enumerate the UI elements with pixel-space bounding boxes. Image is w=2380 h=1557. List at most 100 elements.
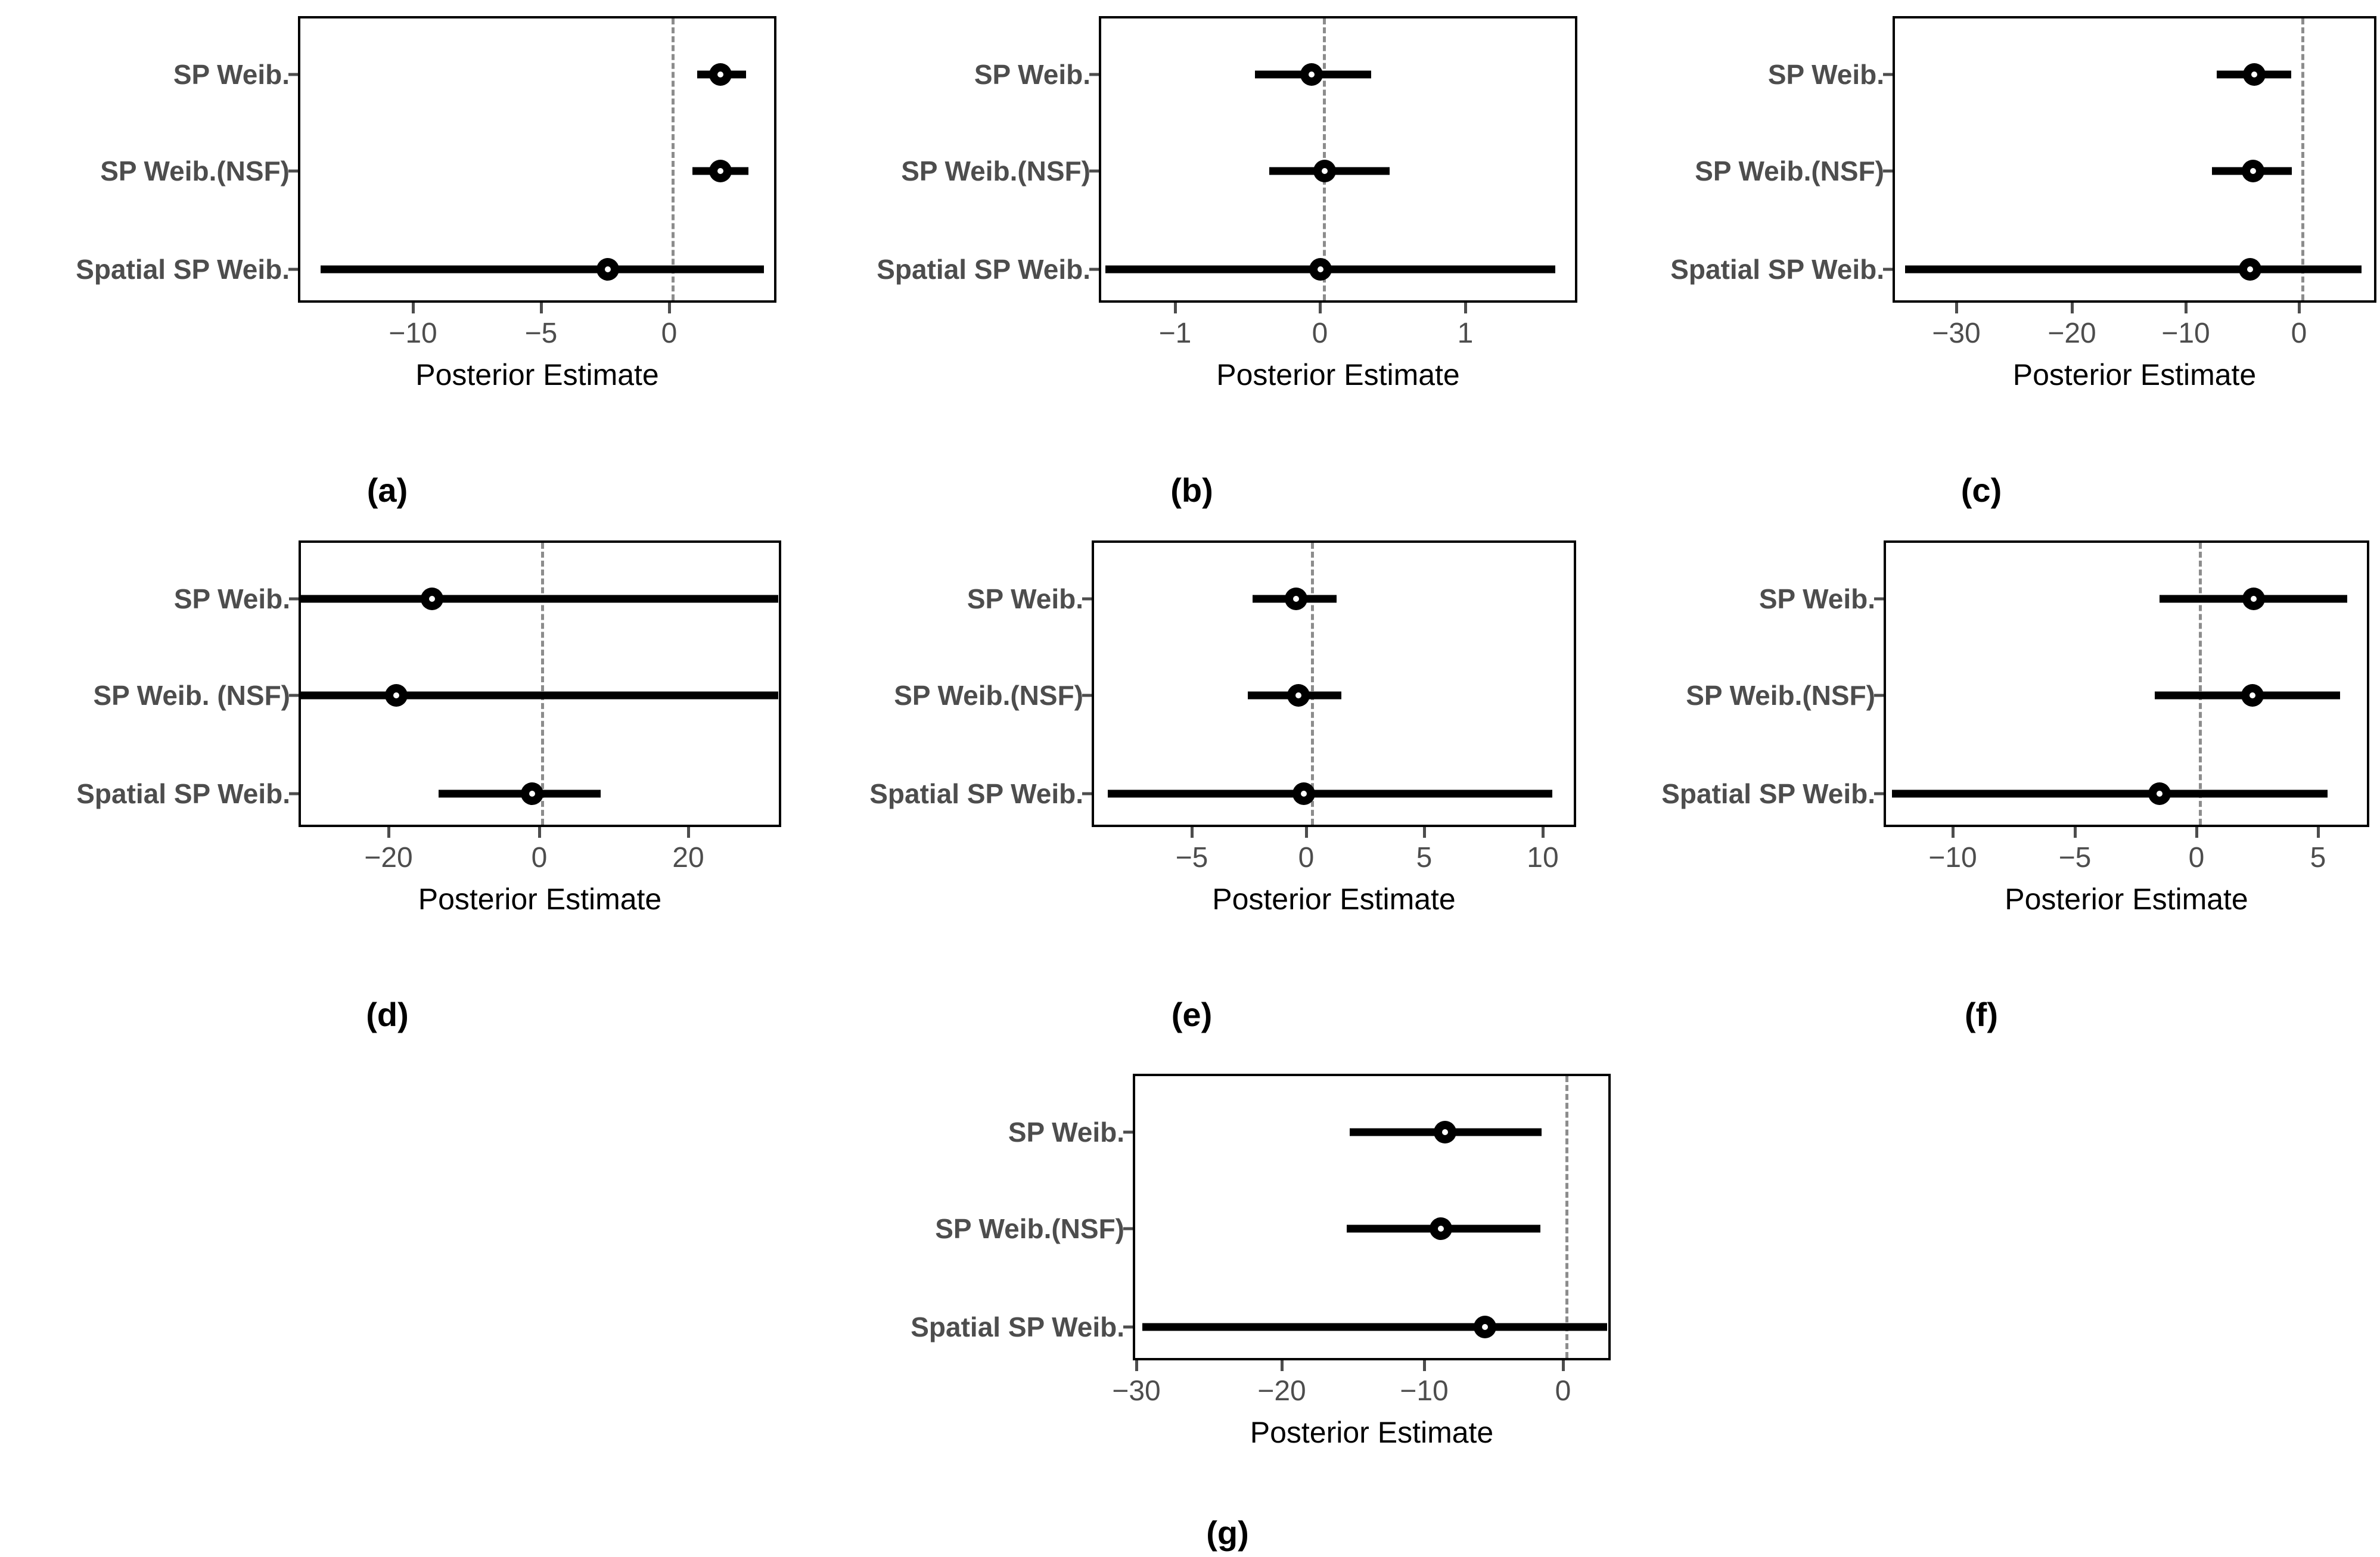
x-axis-title-g: Posterior Estimate <box>1250 1416 1494 1449</box>
y-axis-label-g-1: SP Weib.(NSF) <box>935 1213 1124 1244</box>
x-axis-tick-f-2 <box>2195 827 2198 838</box>
posterior-estimate-point-b-2 <box>1309 258 1332 281</box>
y-axis-label-c-2: Spatial SP Weib. <box>1670 254 1884 285</box>
x-axis-tick-label-e-3: 10 <box>1527 842 1559 874</box>
posterior-estimate-point-c-0 <box>2243 63 2266 86</box>
subfigure-caption-f: (f) <box>1965 996 1998 1033</box>
x-axis-tick-label-c-2: −10 <box>2161 318 2210 349</box>
y-axis-tick-f-0 <box>1874 597 1884 601</box>
y-axis-label-b-2: Spatial SP Weib. <box>877 254 1090 285</box>
subfigure-caption-d: (d) <box>366 996 409 1033</box>
plot-area-a <box>298 16 776 303</box>
x-axis-tick-f-1 <box>2074 827 2077 838</box>
x-axis-tick-g-2 <box>1423 1360 1426 1371</box>
x-axis-tick-d-1 <box>538 827 541 838</box>
zero-reference-line-c <box>2301 18 2304 300</box>
credible-interval-a-2 <box>321 265 765 274</box>
y-axis-label-e-0: SP Weib. <box>967 583 1083 614</box>
credible-interval-f-2 <box>1891 790 2328 798</box>
zero-reference-line-d <box>540 543 544 825</box>
x-axis-tick-label-a-2: 0 <box>661 318 678 349</box>
x-axis-tick-d-0 <box>387 827 390 838</box>
x-axis-tick-b-1 <box>1319 303 1322 313</box>
subfigure-caption-e: (e) <box>1171 996 1213 1033</box>
x-axis-tick-c-0 <box>1955 303 1958 313</box>
posterior-estimate-point-c-1 <box>2242 160 2265 182</box>
y-axis-tick-b-2 <box>1089 268 1099 271</box>
y-axis-label-f-2: Spatial SP Weib. <box>1661 778 1875 809</box>
plot-area-g <box>1133 1074 1611 1360</box>
subfigure-caption-b: (b) <box>1170 471 1213 509</box>
y-axis-tick-f-1 <box>1874 694 1884 697</box>
x-axis-tick-label-e-2: 5 <box>1416 842 1433 874</box>
y-axis-label-e-2: Spatial SP Weib. <box>869 778 1083 809</box>
x-axis-tick-label-f-3: 5 <box>2310 842 2326 874</box>
y-axis-label-d-0: SP Weib. <box>173 583 290 614</box>
x-axis-tick-e-0 <box>1191 827 1194 838</box>
y-axis-tick-c-2 <box>1883 268 1893 271</box>
posterior-estimate-point-f-0 <box>2242 588 2265 610</box>
y-axis-tick-g-1 <box>1123 1227 1133 1230</box>
x-axis-tick-label-a-1: −5 <box>524 318 558 349</box>
y-axis-tick-d-2 <box>289 792 299 795</box>
credible-interval-d-2 <box>439 790 601 798</box>
y-axis-label-a-0: SP Weib. <box>173 59 290 90</box>
x-axis-tick-a-2 <box>668 303 671 313</box>
posterior-estimate-point-c-2 <box>2238 258 2261 281</box>
y-axis-label-d-2: Spatial SP Weib. <box>76 778 290 809</box>
x-axis-tick-label-d-2: 20 <box>672 842 704 874</box>
subfigure-caption-c: (c) <box>1960 471 2002 509</box>
credible-interval-e-2 <box>1107 790 1552 798</box>
x-axis-tick-label-g-0: −30 <box>1112 1375 1161 1407</box>
x-axis-tick-a-0 <box>412 303 415 313</box>
y-axis-label-b-0: SP Weib. <box>974 59 1090 90</box>
x-axis-tick-label-g-2: −10 <box>1400 1375 1449 1407</box>
posterior-estimate-point-e-1 <box>1287 684 1310 707</box>
zero-reference-line-a <box>672 18 675 300</box>
y-axis-tick-b-0 <box>1089 73 1099 76</box>
x-axis-tick-e-3 <box>1542 827 1545 838</box>
y-axis-tick-a-0 <box>288 73 298 76</box>
x-axis-tick-b-2 <box>1464 303 1467 313</box>
y-axis-tick-e-1 <box>1082 694 1092 697</box>
x-axis-title-d: Posterior Estimate <box>418 882 662 916</box>
y-axis-tick-e-2 <box>1082 792 1092 795</box>
x-axis-title-a: Posterior Estimate <box>415 358 659 391</box>
y-axis-label-g-0: SP Weib. <box>1008 1117 1124 1148</box>
plot-area-e <box>1092 540 1576 827</box>
x-axis-tick-label-c-1: −20 <box>2047 318 2096 349</box>
posterior-estimate-point-a-0 <box>709 63 732 86</box>
x-axis-tick-label-c-3: 0 <box>2291 318 2307 349</box>
x-axis-tick-b-0 <box>1174 303 1177 313</box>
y-axis-tick-g-0 <box>1123 1130 1133 1134</box>
x-axis-tick-c-2 <box>2185 303 2188 313</box>
plot-area-d <box>299 540 781 827</box>
y-axis-label-f-0: SP Weib. <box>1758 583 1875 614</box>
posterior-estimate-point-a-2 <box>596 258 619 281</box>
y-axis-label-a-1: SP Weib.(NSF) <box>100 156 290 187</box>
y-axis-tick-c-1 <box>1883 169 1893 173</box>
posterior-estimate-point-a-1 <box>709 160 732 182</box>
posterior-estimate-point-g-0 <box>1433 1121 1456 1143</box>
x-axis-tick-label-g-1: −20 <box>1257 1375 1306 1407</box>
posterior-estimate-point-d-0 <box>420 588 443 610</box>
credible-interval-d-0 <box>300 595 778 603</box>
x-axis-tick-label-e-0: −5 <box>1175 842 1208 874</box>
x-axis-tick-d-2 <box>687 827 690 838</box>
y-axis-tick-d-1 <box>289 694 299 697</box>
x-axis-tick-c-3 <box>2298 303 2301 313</box>
posterior-estimate-point-d-1 <box>384 684 408 707</box>
posterior-estimate-point-e-2 <box>1292 782 1316 805</box>
posterior-estimate-point-g-1 <box>1429 1217 1452 1240</box>
x-axis-title-b: Posterior Estimate <box>1216 358 1460 391</box>
subfigure-caption-g: (g) <box>1206 1514 1249 1552</box>
posterior-estimate-point-d-2 <box>521 782 544 805</box>
y-axis-tick-d-0 <box>289 597 299 601</box>
x-axis-tick-label-d-1: 0 <box>531 842 548 874</box>
y-axis-label-g-2: Spatial SP Weib. <box>911 1312 1124 1342</box>
